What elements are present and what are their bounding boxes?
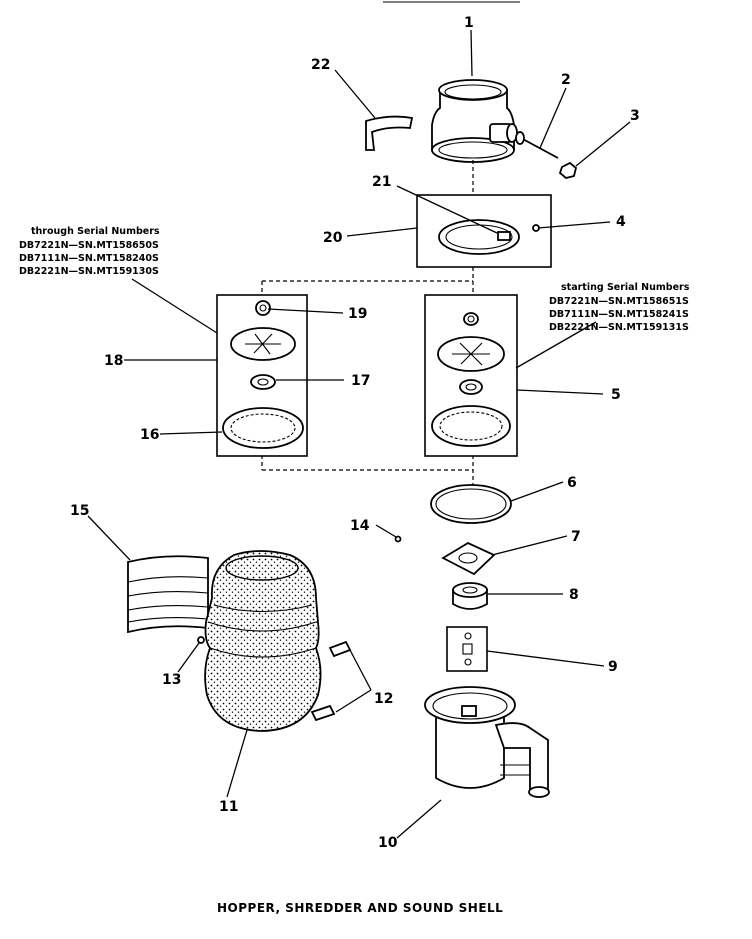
callout-2: 2 [561, 72, 571, 88]
washer-part [250, 374, 276, 390]
callout-11: 11 [219, 799, 238, 815]
left-note-line: DB7111N—SN.MT158240S [19, 253, 159, 264]
callout-19: 19 [348, 306, 367, 322]
right-note-line: DB7111N—SN.MT158241S [549, 309, 689, 320]
callout-5: 5 [611, 387, 621, 403]
callout-1: 1 [464, 15, 474, 31]
sound-shell-part [204, 550, 322, 732]
callout-8: 8 [569, 587, 579, 603]
rod-part [515, 131, 559, 159]
diagram-title: HOPPER, SHREDDER AND SOUND SHELL [217, 901, 503, 915]
left-note-line: DB2221N—SN.MT159130S [19, 266, 159, 277]
left-serial-note: through Serial Numbers DB7221N—SN.MT1586… [19, 226, 160, 277]
callout-16: 16 [140, 427, 159, 443]
callout-21: 21 [372, 174, 391, 190]
callout-14: 14 [350, 518, 370, 534]
callout-3: 3 [630, 108, 640, 124]
callout-9: 9 [608, 659, 618, 675]
ring-part [438, 219, 520, 255]
callout-7: 7 [571, 529, 581, 545]
callout-18: 18 [104, 353, 123, 369]
callout-20: 20 [323, 230, 343, 246]
clip-part [365, 115, 414, 151]
hopper-part [431, 79, 518, 163]
right-note-line: DB2221N—SN.MT159131S [549, 322, 689, 333]
gasket-part [430, 484, 512, 524]
housing-part [424, 686, 550, 798]
callout-12: 12 [374, 691, 393, 707]
right-serial-note: starting Serial Numbers DB7221N—SN.MT158… [549, 282, 690, 333]
nut-part [558, 161, 578, 179]
seal-box [446, 626, 488, 672]
bracket-part [441, 541, 496, 576]
shell-clip-bottom [310, 704, 336, 722]
shell-clip-top [328, 640, 352, 658]
callout-15: 15 [70, 503, 89, 519]
bushing-part [452, 582, 488, 610]
shredder-ring-part [222, 407, 304, 449]
shell-wrap-part [127, 555, 209, 634]
ring-box [416, 194, 552, 268]
right-note-line: DB7221N—SN.MT158651S [549, 296, 689, 307]
left-note-line: DB7221N—SN.MT158650S [19, 240, 159, 251]
callout-10: 10 [378, 835, 398, 851]
callout-22: 22 [311, 57, 330, 73]
callout-4: 4 [616, 214, 626, 230]
callout-17: 17 [351, 373, 370, 389]
callout-13: 13 [162, 672, 181, 688]
left-note-heading: through Serial Numbers [31, 226, 160, 237]
right-note-heading: starting Serial Numbers [561, 282, 690, 293]
callout-6: 6 [567, 475, 577, 491]
